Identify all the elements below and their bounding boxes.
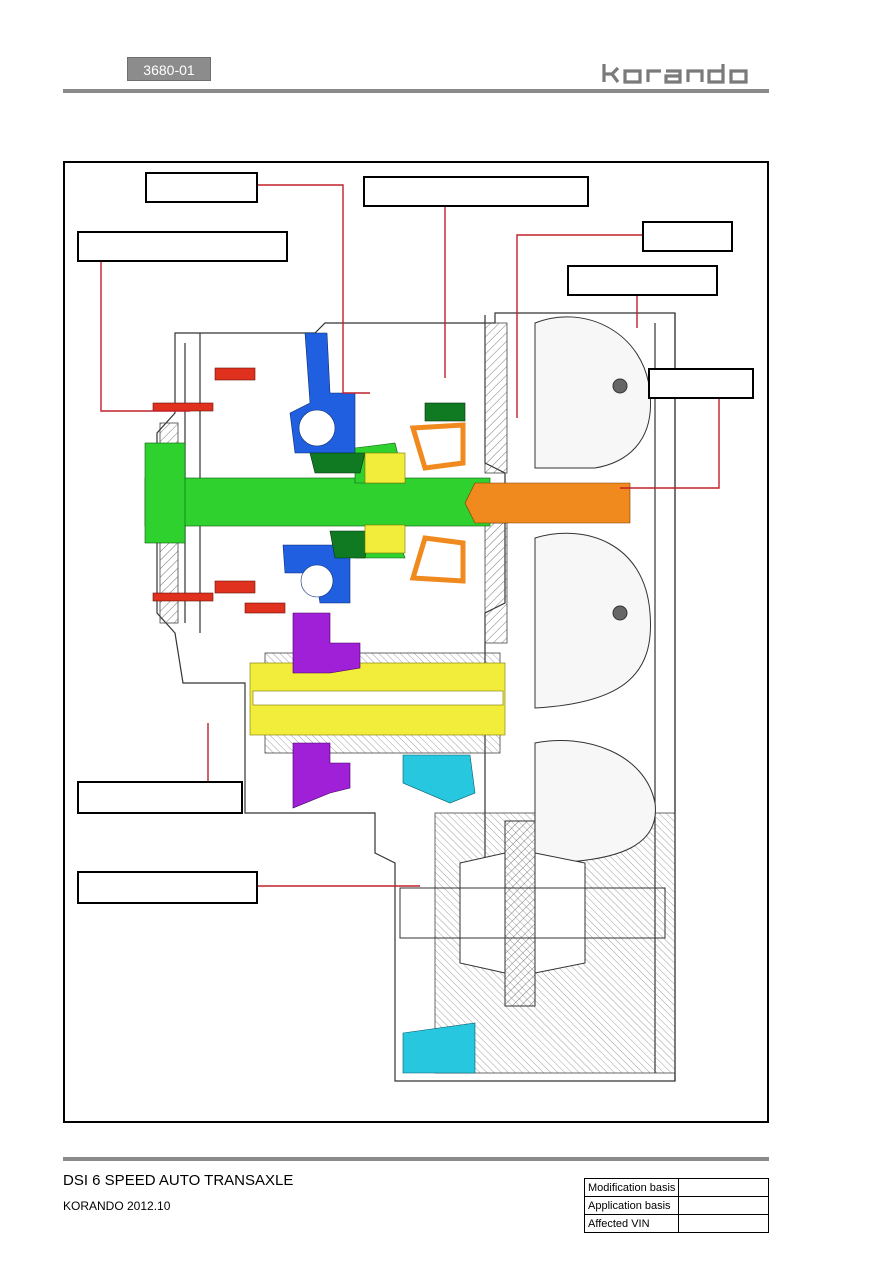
revision-label: Modification basis [583,1178,680,1197]
callout-box-5 [567,265,718,296]
section-code-badge: 3680-01 [127,57,211,81]
clutch-packs-red [152,367,286,614]
table-row: Application basis [583,1196,769,1215]
callout-box-8 [77,871,258,904]
revision-label: Application basis [583,1196,680,1215]
pump-housing-casting [484,322,508,474]
document-model-date: KORANDO 2012.10 [63,1199,171,1213]
table-row: Affected VIN [583,1214,769,1233]
callout-leader-lines [100,184,720,887]
header-rule [63,89,769,93]
revision-value [678,1214,769,1233]
callout-box-1 [145,172,258,203]
final-drive-gear-cyan [402,754,476,1074]
drive-gear-purple [292,612,361,809]
document-title: DSI 6 SPEED AUTO TRANSAXLE [63,1172,294,1189]
footer-rule [63,1157,769,1161]
korando-logo [598,58,770,88]
revision-table: Modification basis Application basis Aff… [583,1178,769,1233]
revision-value [678,1178,769,1197]
revision-value [678,1196,769,1215]
callout-box-6 [648,368,754,399]
callout-box-4 [642,221,733,252]
gear-set-blue [282,332,356,604]
diagram-frame [63,161,769,1123]
table-row: Modification basis [583,1178,769,1197]
hub-dark-green [309,402,466,559]
callout-box-7 [77,781,243,814]
revision-label: Affected VIN [583,1214,680,1233]
torque-converter [534,316,656,864]
intermediate-shaft-bore [252,690,504,706]
callout-box-2 [363,176,589,207]
korando-wordmark [602,64,748,84]
differential [399,820,666,1007]
output-shaft-orange [409,422,631,584]
transaxle-cross-section-drawing [100,184,720,1082]
callout-box-3 [77,231,288,262]
pump-housing-casting-lower [484,522,508,644]
